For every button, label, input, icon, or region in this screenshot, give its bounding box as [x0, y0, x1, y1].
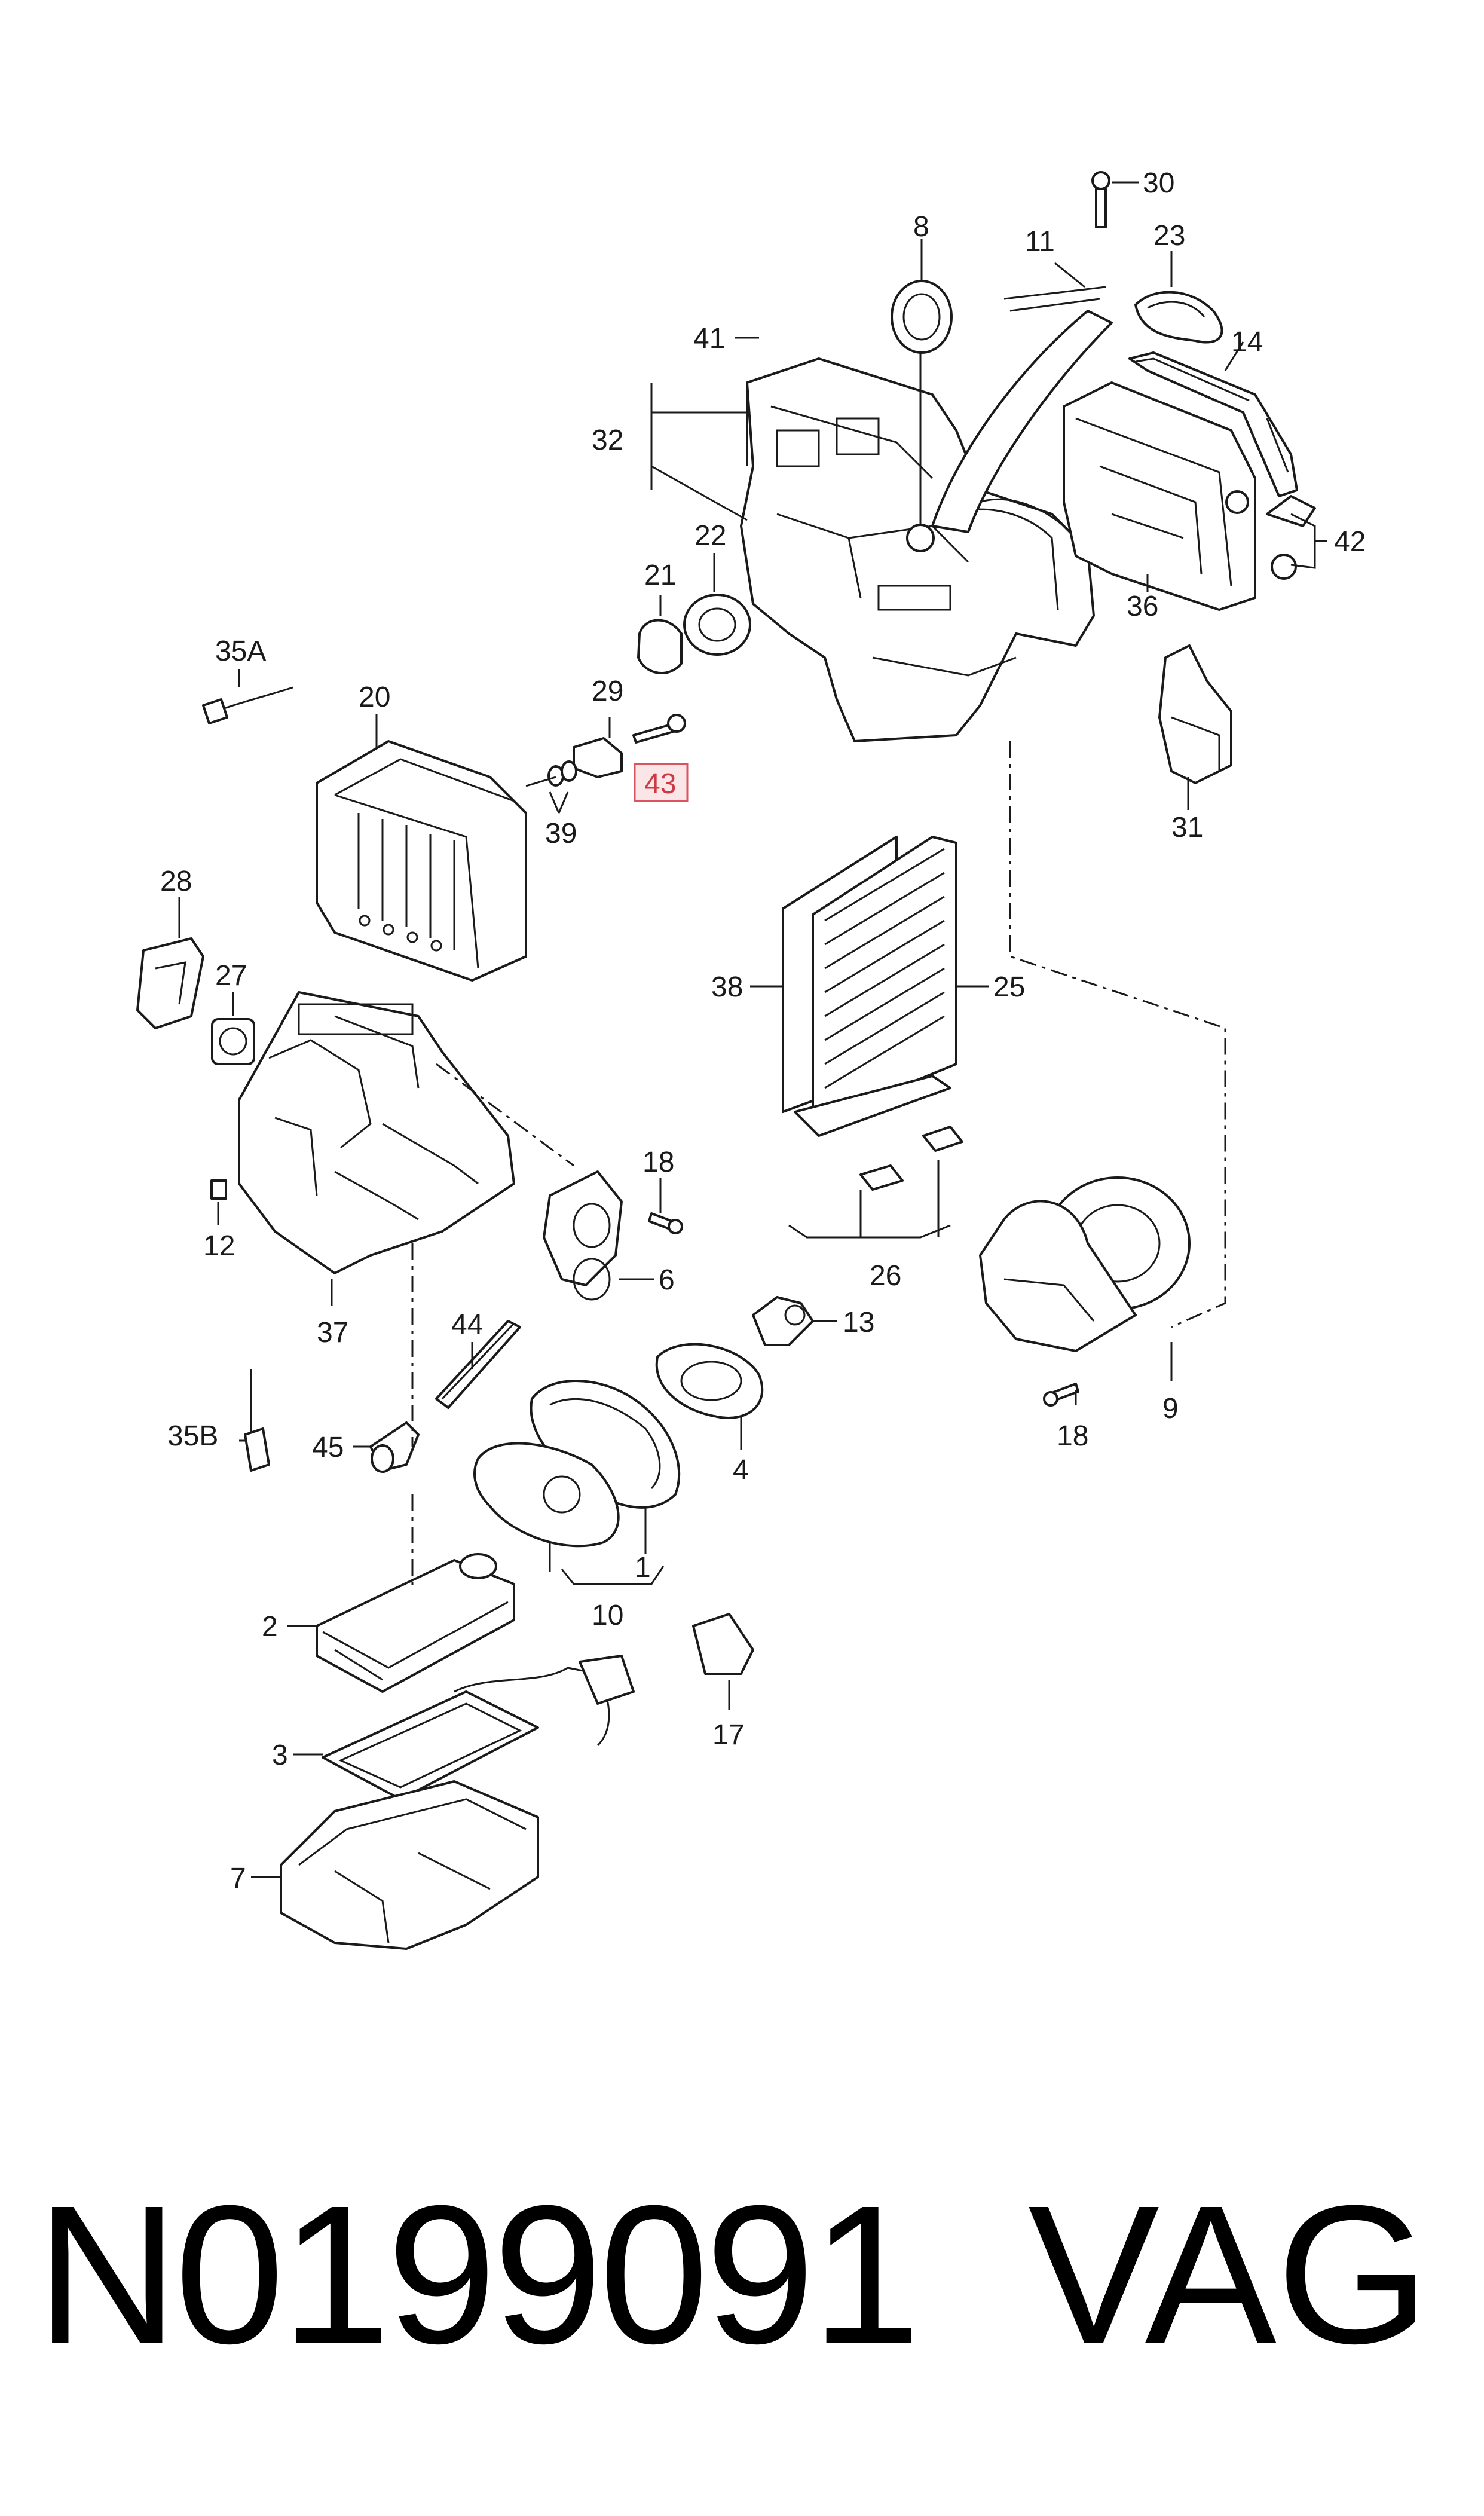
belt-44	[435, 1320, 521, 1409]
callout-25: 25	[993, 971, 1025, 1003]
callout-35B: 35B	[167, 1420, 218, 1452]
callout-21: 21	[644, 560, 676, 591]
sensor-45	[369, 1421, 420, 1473]
actuator-6	[543, 1170, 623, 1301]
gasket-23	[1134, 291, 1223, 344]
callout-44: 44	[451, 1309, 483, 1341]
callout-3: 3	[272, 1740, 288, 1771]
grommet-35A	[202, 686, 293, 724]
leader-lines	[178, 181, 1327, 1878]
clip-12	[210, 1179, 227, 1200]
screw-30	[1091, 171, 1110, 228]
callout-8: 8	[913, 211, 929, 243]
callout-13: 13	[843, 1307, 874, 1338]
callout-32: 32	[592, 424, 623, 456]
servo-28	[136, 937, 204, 1029]
callout-42: 42	[1334, 526, 1366, 558]
seals-26	[794, 1075, 963, 1191]
callout-37: 37	[317, 1317, 348, 1349]
callout-20: 20	[359, 681, 390, 713]
callout-1: 1	[635, 1552, 651, 1583]
seals-39	[525, 760, 577, 787]
diagram-canvas: 30 8 11 23 14 41 32 22 42 21 36 35A 20 2…	[136, 167, 1366, 1950]
callout-26: 26	[870, 1260, 901, 1292]
callout-31: 31	[1171, 812, 1203, 843]
evaporator-20	[316, 740, 527, 982]
callout-41: 41	[693, 323, 725, 354]
plug-21	[637, 619, 683, 674]
callout-39: 39	[545, 818, 577, 849]
connector-13	[752, 1296, 814, 1346]
callout-12: 12	[203, 1230, 235, 1262]
air-inlet-36	[1063, 381, 1256, 611]
sensor-35B	[244, 1369, 270, 1472]
cover-3	[322, 1690, 539, 1800]
levers-42	[1266, 495, 1316, 580]
callout-36: 36	[1127, 591, 1158, 622]
callout-27: 27	[215, 960, 247, 992]
callout-14: 14	[1231, 326, 1263, 358]
callout-43: 43	[644, 768, 676, 800]
blower-9	[979, 1176, 1191, 1352]
callout-4: 4	[733, 1454, 749, 1486]
cable-17	[454, 1613, 754, 1747]
motor-27	[211, 1018, 255, 1065]
callout-2: 2	[262, 1611, 278, 1643]
heater-housing-37	[238, 991, 515, 1274]
callout-30: 30	[1143, 167, 1174, 199]
bracket-31	[1158, 644, 1232, 784]
callout-45: 45	[312, 1432, 344, 1463]
callout-43-highlight	[634, 763, 689, 802]
screw-18-upper	[648, 1212, 683, 1234]
callout-35A: 35A	[215, 635, 266, 667]
callout-29: 29	[592, 675, 623, 707]
brand-name: VAG	[1028, 2164, 1430, 2384]
callout-38: 38	[711, 971, 743, 1003]
seal-22	[683, 594, 751, 656]
callout-28: 28	[160, 866, 192, 897]
callout-23: 23	[1153, 220, 1185, 252]
callout-10: 10	[592, 1600, 623, 1631]
callout-17: 17	[712, 1719, 744, 1751]
seal-14	[1128, 351, 1298, 497]
callout-18-upper: 18	[642, 1147, 674, 1178]
bolt-43	[632, 714, 686, 744]
screw-18-lower	[1043, 1383, 1079, 1407]
duct-tube-11	[931, 286, 1113, 533]
heater-core-2	[316, 1553, 515, 1693]
seal-10	[473, 1442, 620, 1548]
connection-lines	[411, 741, 1226, 1590]
lower-housing-7	[280, 1780, 539, 1950]
part-number: N0199091	[36, 2164, 921, 2384]
seal-4	[655, 1343, 764, 1419]
callout-11: 11	[1025, 226, 1055, 258]
callout-labels: 30 8 11 23 14 41 32 22 42 21 36 35A 20 2…	[160, 167, 1366, 1894]
callout-18-lower: 18	[1057, 1420, 1088, 1452]
expansion-valve-29	[573, 737, 623, 778]
callout-22: 22	[694, 520, 726, 552]
callout-6: 6	[659, 1264, 675, 1296]
callout-7: 7	[230, 1863, 246, 1894]
callout-9: 9	[1162, 1393, 1179, 1424]
